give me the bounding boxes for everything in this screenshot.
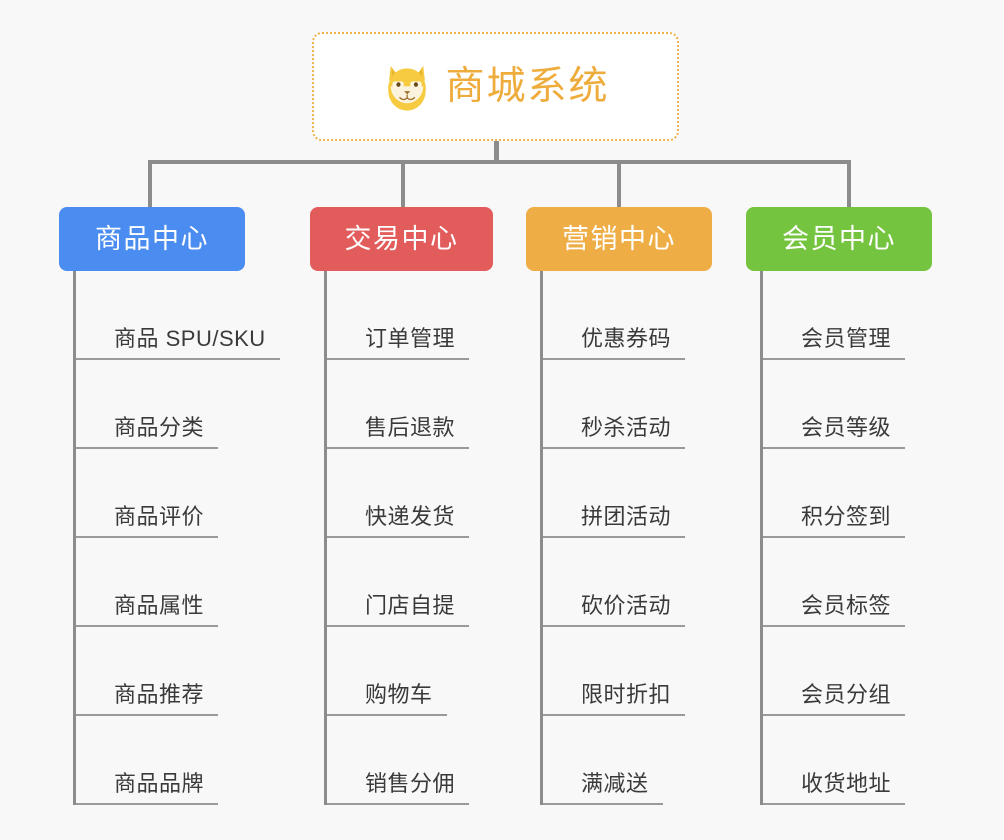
leaf-label: 商品品牌 <box>76 771 219 805</box>
leaf-item[interactable]: 会员等级 <box>763 360 932 449</box>
category-box-marketing-center[interactable]: 营销中心 <box>526 207 712 271</box>
leaf-item[interactable]: 售后退款 <box>327 360 493 449</box>
leaf-label: 会员分组 <box>763 682 906 716</box>
leaf-label: 优惠券码 <box>543 326 686 360</box>
leaf-item[interactable]: 商品品牌 <box>76 716 245 805</box>
category-column-1: 商品中心 商品 SPU/SKU 商品分类 商品评价 商品属性 商品推荐 商品品牌 <box>59 207 280 805</box>
leaf-item[interactable]: 商品属性 <box>76 538 245 627</box>
connector-drop-1 <box>148 160 152 208</box>
connector-horizontal-bus <box>148 160 851 164</box>
leaf-label: 购物车 <box>327 682 447 716</box>
leaf-label: 限时折扣 <box>543 682 686 716</box>
category-label: 交易中心 <box>344 223 459 254</box>
leaf-item[interactable]: 拼团活动 <box>543 449 712 538</box>
leaf-item[interactable]: 购物车 <box>327 627 493 716</box>
connector-drop-2 <box>401 160 405 208</box>
leaf-item[interactable]: 秒杀活动 <box>543 360 712 449</box>
leaf-item[interactable]: 满减送 <box>543 716 712 805</box>
leaf-list-2: 订单管理 售后退款 快递发货 门店自提 购物车 销售分佣 <box>324 271 493 805</box>
leaf-label: 会员标签 <box>763 593 906 627</box>
category-column-3: 营销中心 优惠券码 秒杀活动 拼团活动 砍价活动 限时折扣 满减送 <box>526 207 712 805</box>
leaf-item[interactable]: 限时折扣 <box>543 627 712 716</box>
leaf-item[interactable]: 商品分类 <box>76 360 245 449</box>
leaf-list-3: 优惠券码 秒杀活动 拼团活动 砍价活动 限时折扣 满减送 <box>540 271 712 805</box>
leaf-item[interactable]: 门店自提 <box>327 538 493 627</box>
leaf-label: 满减送 <box>543 771 663 805</box>
leaf-item[interactable]: 商品评价 <box>76 449 245 538</box>
leaf-label: 售后退款 <box>327 415 470 449</box>
leaf-label: 销售分佣 <box>327 771 470 805</box>
category-column-2: 交易中心 订单管理 售后退款 快递发货 门店自提 购物车 销售分佣 <box>310 207 493 805</box>
leaf-label: 订单管理 <box>327 326 470 360</box>
leaf-label: 秒杀活动 <box>543 415 686 449</box>
leaf-item[interactable]: 收货地址 <box>763 716 932 805</box>
leaf-label: 积分签到 <box>763 504 906 538</box>
leaf-item[interactable]: 商品推荐 <box>76 627 245 716</box>
leaf-item[interactable]: 快递发货 <box>327 449 493 538</box>
root-node[interactable]: 商城系统 <box>312 32 679 141</box>
leaf-item[interactable]: 销售分佣 <box>327 716 493 805</box>
category-label: 营销中心 <box>562 223 676 254</box>
category-label: 商品中心 <box>95 223 209 254</box>
leaf-item[interactable]: 优惠券码 <box>543 297 712 360</box>
category-column-4: 会员中心 会员管理 会员等级 积分签到 会员标签 会员分组 收货地址 <box>746 207 932 805</box>
connector-drop-4 <box>847 160 851 208</box>
category-box-transaction-center[interactable]: 交易中心 <box>310 207 493 271</box>
leaf-label: 拼团活动 <box>543 504 686 538</box>
leaf-label: 砍价活动 <box>543 593 686 627</box>
connector-root-stem <box>494 141 499 163</box>
category-box-product-center[interactable]: 商品中心 <box>59 207 245 271</box>
leaf-item[interactable]: 砍价活动 <box>543 538 712 627</box>
leaf-list-4: 会员管理 会员等级 积分签到 会员标签 会员分组 收货地址 <box>760 271 932 805</box>
category-box-member-center[interactable]: 会员中心 <box>746 207 932 271</box>
leaf-item[interactable]: 会员管理 <box>763 297 932 360</box>
leaf-label: 收货地址 <box>763 771 906 805</box>
leaf-label: 商品 SPU/SKU <box>76 326 280 360</box>
leaf-item[interactable]: 会员分组 <box>763 627 932 716</box>
leaf-label: 会员管理 <box>763 326 906 360</box>
leaf-label: 商品推荐 <box>76 682 219 716</box>
leaf-label: 商品评价 <box>76 504 219 538</box>
leaf-item[interactable]: 商品 SPU/SKU <box>76 297 280 360</box>
leaf-label: 会员等级 <box>763 415 906 449</box>
leaf-item[interactable]: 订单管理 <box>327 297 493 360</box>
category-label: 会员中心 <box>782 223 896 254</box>
leaf-list-1: 商品 SPU/SKU 商品分类 商品评价 商品属性 商品推荐 商品品牌 <box>73 271 280 805</box>
leaf-label: 商品属性 <box>76 593 219 627</box>
leaf-label: 门店自提 <box>327 593 470 627</box>
root-title: 商城系统 <box>445 65 610 108</box>
leaf-item[interactable]: 会员标签 <box>763 538 932 627</box>
connector-drop-3 <box>617 160 621 208</box>
shiba-dog-icon <box>388 65 427 111</box>
leaf-label: 快递发货 <box>327 504 470 538</box>
leaf-item[interactable]: 积分签到 <box>763 449 932 538</box>
leaf-label: 商品分类 <box>76 415 219 449</box>
